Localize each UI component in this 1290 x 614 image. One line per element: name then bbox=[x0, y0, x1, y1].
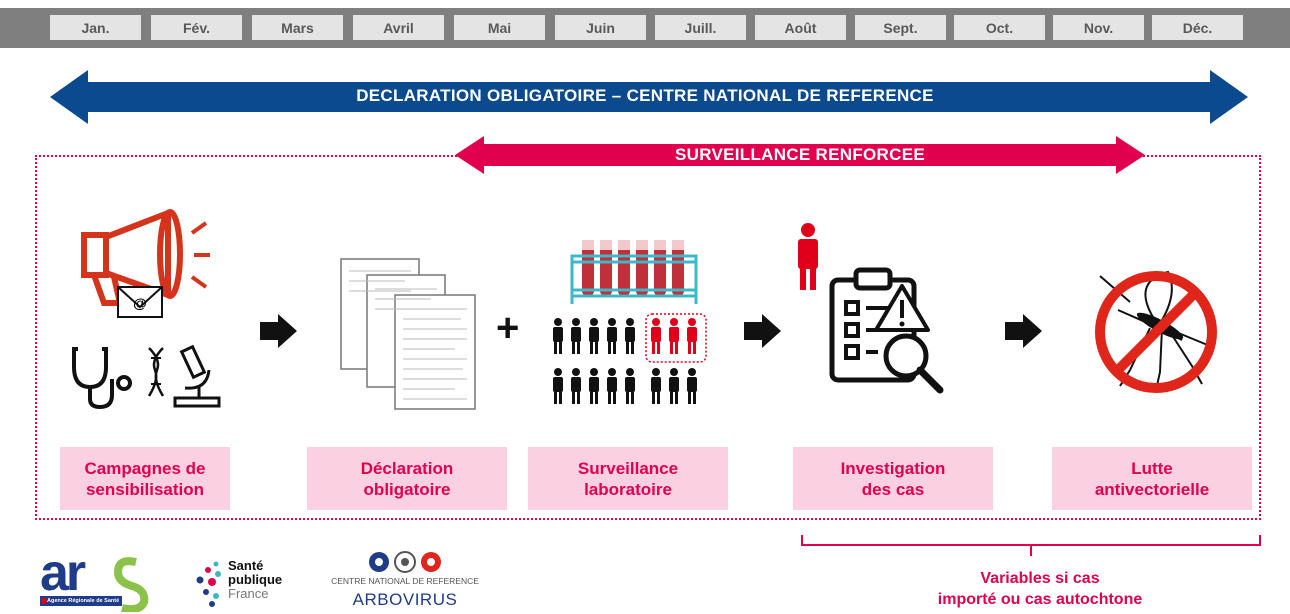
month-mar: Mars bbox=[252, 15, 343, 40]
svg-text:@: @ bbox=[133, 295, 147, 311]
spf-dots-icon bbox=[196, 561, 221, 607]
declaration-double-arrow bbox=[50, 70, 1248, 124]
stethoscope-icon bbox=[72, 347, 132, 410]
no-mosquito-icon bbox=[1095, 270, 1217, 393]
person-icon bbox=[798, 223, 818, 290]
month-jun: Juin bbox=[555, 15, 646, 40]
cnr-line2: ARBOVIRUS bbox=[352, 590, 458, 609]
step-label-line2: antivectorielle bbox=[1094, 479, 1210, 499]
step-arrow-3 bbox=[1005, 314, 1042, 348]
step-label-line2: sensibilisation bbox=[85, 479, 205, 499]
month-nov: Nov. bbox=[1053, 15, 1144, 40]
variables-bracket bbox=[801, 535, 1261, 556]
month-jul: Juill. bbox=[655, 15, 746, 40]
megaphone-icon: @ bbox=[81, 209, 210, 318]
dna-microscope-icon bbox=[147, 344, 221, 408]
surveillance-arrow-label: SURVEILLANCE RENFORCEE bbox=[675, 145, 925, 164]
variables-note-line2: importé ou cas autochtone bbox=[937, 591, 1143, 608]
month-dec: Déc. bbox=[1152, 15, 1243, 40]
month-jan: Jan. bbox=[50, 15, 141, 40]
step-label-line2: obligatoire bbox=[363, 479, 451, 499]
population-icon bbox=[553, 313, 707, 404]
test-tubes-icon bbox=[570, 240, 698, 304]
month-feb: Fév. bbox=[151, 15, 242, 40]
spf-logo-text: Santé publique France bbox=[228, 559, 282, 601]
step-label-line1: Campagnes de bbox=[84, 458, 206, 478]
month-oct: Oct. bbox=[954, 15, 1045, 40]
month-sep: Sept. bbox=[855, 15, 946, 40]
cnr-emblem-icons bbox=[369, 551, 441, 573]
step-label-line2: des cas bbox=[861, 479, 925, 499]
month-aug: Août bbox=[755, 15, 846, 40]
spf-line3: France bbox=[228, 586, 269, 601]
investigation-icon bbox=[798, 223, 944, 394]
step-label-line1: Déclaration bbox=[360, 458, 454, 478]
declaration-forms-icon bbox=[340, 258, 476, 410]
spf-line2: publique bbox=[228, 572, 283, 587]
variables-note-line1: Variables si cas bbox=[980, 570, 1100, 587]
step-label-line1: Lutte bbox=[1131, 458, 1173, 478]
step-label-line2: laboratoire bbox=[584, 479, 672, 499]
plus-sign: + bbox=[496, 306, 520, 350]
svg-text:ar: ar bbox=[40, 548, 86, 602]
step-label-line1: Surveillance bbox=[577, 458, 679, 478]
declaration-arrow-label: DECLARATION OBLIGATOIRE – CENTRE NATIONA… bbox=[356, 86, 934, 105]
variables-note: Variables si cas importé ou cas autochto… bbox=[845, 568, 1235, 610]
month-may: Mai bbox=[454, 15, 545, 40]
step-arrow-1 bbox=[260, 314, 297, 348]
cnr-line1: CENTRE NATIONAL DE REFERENCE bbox=[331, 576, 479, 586]
spf-line1: Santé bbox=[228, 558, 264, 573]
ars-logo: ar bbox=[40, 548, 149, 612]
surveillance-double-arrow bbox=[455, 136, 1145, 174]
ars-subtitle: Agence Régionale de Santé bbox=[47, 598, 120, 604]
step-label-line1: Investigation bbox=[840, 458, 946, 478]
step-arrow-2 bbox=[744, 314, 781, 348]
month-apr: Avril bbox=[353, 15, 444, 40]
